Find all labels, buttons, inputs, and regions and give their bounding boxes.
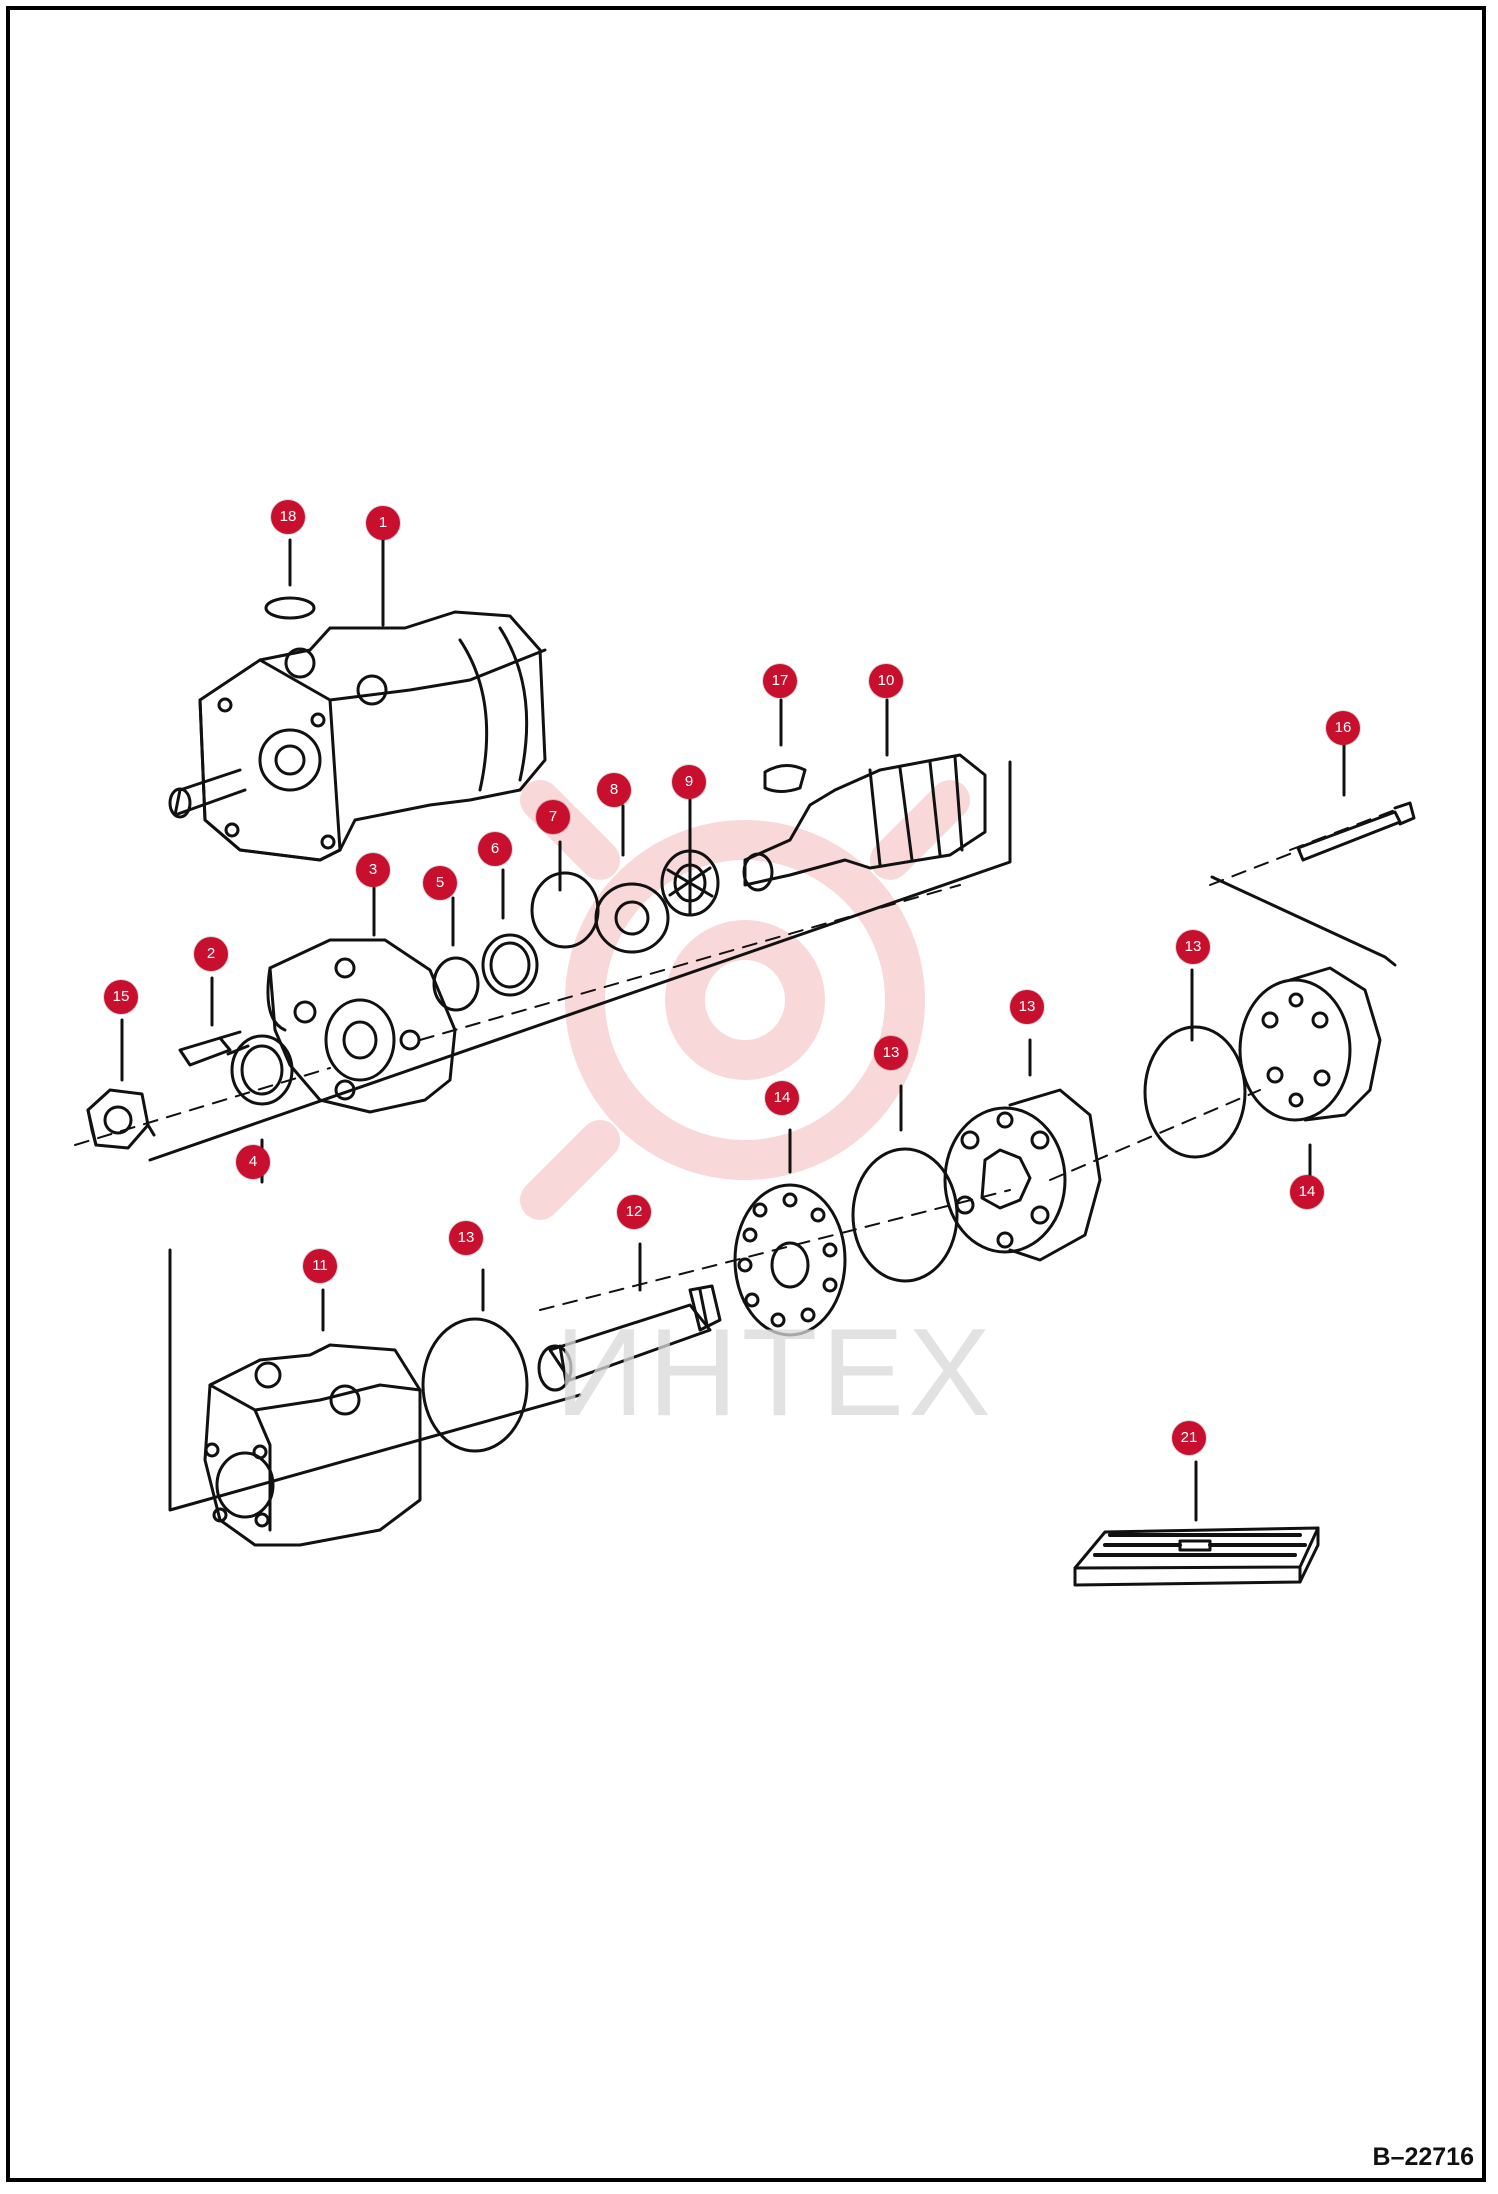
part-10-output-shaft [742,753,987,892]
part-13-seal-ring-upper [1143,1025,1247,1159]
part-1-motor-assembly [168,610,547,862]
drawing-number: B–22716 [1372,2143,1474,2171]
callout-1[interactable]: 1 [366,506,400,540]
part-4-shaft-seal [230,1034,294,1106]
callout-12[interactable]: 12 [617,1195,651,1229]
callout-21[interactable]: 21 [1172,1421,1206,1455]
part-12-drive-link [537,1284,722,1392]
callout-18[interactable]: 16 [1326,711,1360,745]
callout-10[interactable]: 10 [869,664,903,698]
part-6-washer [481,933,539,997]
callout-16[interactable]: 14 [1290,1175,1324,1209]
part-18-cap-screw [1296,801,1416,862]
callout-4[interactable]: 4 [236,1145,270,1179]
part-14-valve-plate [733,1183,847,1337]
leader-lines [120,538,1346,1522]
callout-3[interactable]: 3 [356,853,390,887]
watermark-gear-icon [520,780,970,1220]
part-21-seal-kit [1073,1526,1320,1587]
callout-17[interactable]: 15 [104,980,138,1014]
part-13-seal-ring-lower [421,1317,529,1453]
callout-20[interactable]: 18 [271,500,305,534]
part-3-end-cap [266,938,457,1114]
callout-5[interactable]: 5 [423,866,457,900]
callout-6[interactable]: 6 [478,832,512,866]
part-15-geroler [943,1088,1102,1262]
part-17-castle-nut [86,1088,156,1150]
callout-9[interactable]: 9 [672,765,706,799]
callout-2[interactable]: 2 [194,937,228,971]
part-13-seal-ring-middle [851,1147,959,1283]
part-16-end-cover [1238,966,1382,1122]
callout-13b[interactable]: 13 [874,1036,908,1070]
part-11-housing [203,1343,422,1547]
callout-7[interactable]: 7 [536,800,570,834]
part-9-thrust-bearing [660,849,720,917]
diagram-sheet [6,6,1486,2182]
callout-8[interactable]: 8 [597,773,631,807]
callout-13c[interactable]: 13 [449,1221,483,1255]
callout-19[interactable]: 17 [763,664,797,698]
callout-15[interactable]: 13 [1010,990,1044,1024]
frame-lines [148,760,1397,1512]
callout-11[interactable]: 11 [303,1249,337,1283]
part-20-o-ring [264,596,316,620]
part-7-seal-ring [530,871,600,949]
callout-14[interactable]: 14 [765,1081,799,1115]
part-19-woodruff-key [763,764,807,793]
part-5-o-ring [432,956,480,1012]
watermark-text: ИНТЕХ [555,1304,995,1442]
callout-13a[interactable]: 13 [1176,930,1210,964]
